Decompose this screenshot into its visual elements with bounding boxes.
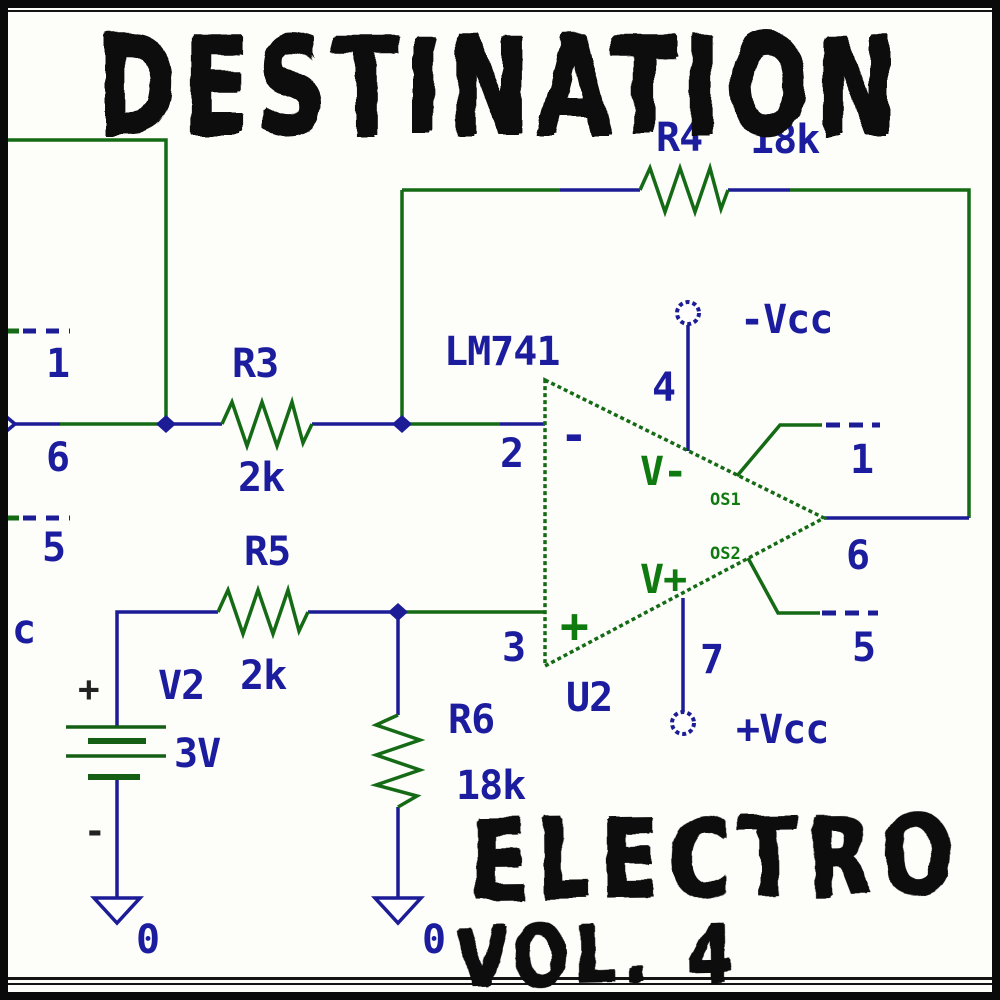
battery-value-label: 3V — [174, 731, 221, 777]
vcc-minus-label: -Vcc — [740, 297, 833, 343]
vcc-minus-terminal-circle — [675, 300, 701, 326]
r4-ref-label: R4 — [656, 115, 703, 161]
pin-3-label: 3 — [502, 625, 526, 671]
opamp-vminus-label: V- — [640, 449, 687, 495]
green-wires — [8, 138, 971, 615]
r3-ref-label: R3 — [232, 341, 279, 387]
r4-value-label: 18k — [750, 117, 820, 163]
pin-7-label: 7 — [700, 637, 724, 683]
wire-r5-left — [115, 610, 218, 727]
opamp-os2-label: OS2 — [710, 544, 741, 564]
pin-6-output-label: 6 — [846, 533, 870, 579]
opamp-os1-label: OS1 — [710, 490, 741, 510]
ground-0-r6-label: 0 — [422, 917, 446, 963]
blue-wires — [14, 188, 969, 897]
pin-2-label: 2 — [500, 431, 524, 477]
left-pin-6-label: 6 — [46, 435, 70, 481]
vcc-plus-label: +Vcc — [736, 707, 829, 753]
opamp-noninverting-sign: + — [560, 598, 589, 654]
net-c-label: c — [12, 607, 36, 653]
r3-value-label: 2k — [238, 455, 285, 501]
resistor-r5-zigzag — [216, 583, 310, 640]
left-pin-5-label: 5 — [42, 525, 66, 571]
opamp-part-label: LM741 — [444, 329, 560, 375]
title-destination: DESTINATION — [96, 10, 904, 167]
wire-feedback-right — [790, 188, 971, 518]
input-arrow — [8, 415, 18, 433]
resistor-r4-zigzag — [638, 161, 730, 218]
wire-os2-stub — [746, 557, 820, 615]
opamp-ref-label: U2 — [566, 675, 613, 721]
resistor-r6-zigzag — [369, 713, 426, 809]
resistor-r3-zigzag — [220, 395, 314, 452]
wire-top-left-branch — [8, 138, 168, 424]
r6-value-label: 18k — [456, 763, 526, 809]
wire-os1-stub — [735, 423, 822, 478]
pin-1-offset-label: 1 — [850, 437, 874, 483]
ground-0-battery-label: 0 — [136, 917, 160, 963]
r6-ref-label: R6 — [448, 697, 495, 743]
junction-dots — [156, 415, 412, 621]
pin-4-label: 4 — [652, 365, 676, 411]
bottom-frame-rule — [8, 977, 992, 980]
ground-symbol-battery — [90, 896, 144, 926]
junction-dot — [156, 415, 176, 433]
battery-symbol — [66, 725, 166, 780]
opamp-vplus-label: V+ — [640, 557, 687, 603]
subtitle-vol-4: VOL. 4 — [456, 907, 740, 1000]
pin-5-offset-label: 5 — [852, 625, 876, 671]
battery-minus-sign: - — [84, 811, 106, 852]
top-frame-rule — [8, 10, 992, 12]
battery-ref-label: V2 — [158, 663, 205, 709]
opamp-inverting-sign: - — [560, 408, 588, 462]
battery-plus-sign: + — [78, 669, 100, 710]
title-electro: ELECTRO — [469, 792, 964, 926]
junction-dot — [392, 415, 412, 433]
bottom-frame-rule-2 — [8, 983, 992, 985]
left-pin-1-label: 1 — [46, 341, 70, 387]
resistors — [216, 161, 730, 809]
r5-value-label: 2k — [240, 653, 287, 699]
junction-dot — [388, 603, 408, 621]
vcc-plus-terminal-circle — [670, 710, 696, 736]
ground-symbol-r6 — [371, 896, 425, 926]
r5-ref-label: R5 — [244, 529, 291, 575]
circuit-schematic — [8, 138, 971, 926]
opamp-triangle — [543, 377, 828, 669]
